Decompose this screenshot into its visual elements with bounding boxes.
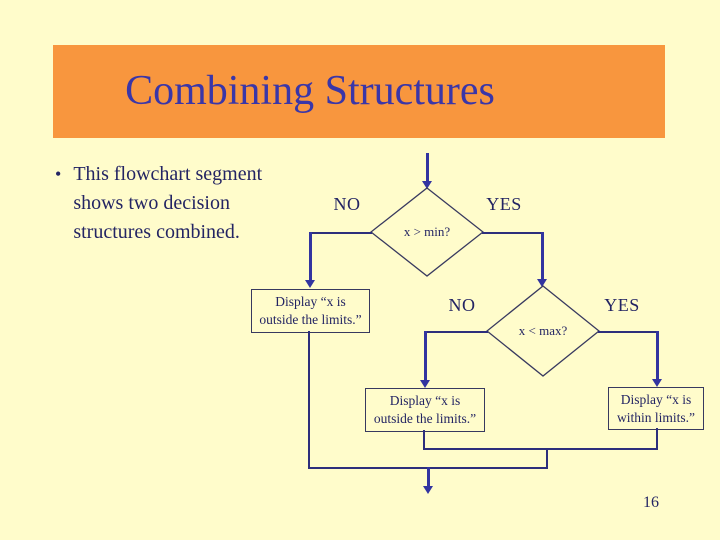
bullet-text: This flowchart segment shows two decisio… — [73, 163, 263, 243]
box1-output-line — [308, 331, 310, 469]
arrow-head-icon — [420, 380, 430, 388]
decision1-yes-arrow — [536, 232, 548, 287]
display-outside-box-2-line1: Display “x is — [389, 393, 461, 408]
arrow-head-icon — [305, 280, 315, 288]
flow-exit-arrow — [422, 467, 434, 494]
diamond-shape-icon — [486, 285, 600, 377]
display-outside-box-1-line1: Display “x is — [275, 294, 346, 309]
merge-drop-line — [546, 448, 548, 469]
decision2-no-arrow — [419, 331, 431, 388]
decision2-no-label: NO — [448, 295, 476, 315]
display-within-box-line2: within limits.” — [616, 409, 695, 425]
display-outside-box-2: Display “x is outside the limits.” — [365, 388, 485, 432]
diamond-shape-icon — [370, 187, 484, 277]
box2-output-line — [423, 430, 425, 450]
arrow-shaft — [425, 153, 429, 181]
flow-entry-arrow — [421, 153, 433, 189]
decision1-no-label: NO — [333, 194, 361, 214]
decision2-no-connector-line — [425, 331, 488, 333]
page-number: 16 — [643, 494, 659, 511]
arrow-head-icon — [422, 181, 432, 189]
display-outside-box-2-line2: outside the limits.” — [373, 411, 477, 426]
decision2-diamond — [486, 285, 600, 377]
merge-top-line — [423, 448, 658, 450]
arrow-shaft — [308, 232, 312, 280]
decision1-yes-connector-line — [482, 232, 542, 234]
title-bar: Combining Structures — [53, 45, 665, 138]
display-outside-box-1: Display “x is outside the limits.” — [251, 289, 370, 333]
bullet-item: • This flowchart segment shows two decis… — [55, 160, 315, 247]
arrow-shaft — [540, 232, 544, 279]
arrow-head-icon — [652, 379, 662, 387]
decision1-no-connector-line — [310, 232, 372, 234]
decision2-yes-arrow — [651, 331, 663, 387]
decision1-yes-label: YES — [486, 194, 522, 214]
decision2-label: x < max? — [518, 323, 568, 338]
decision1-no-arrow — [304, 232, 316, 288]
arrow-head-icon — [423, 486, 433, 494]
box3-output-line — [656, 428, 658, 450]
decision1-diamond — [370, 187, 484, 277]
arrow-head-icon — [537, 279, 547, 287]
display-outside-box-1-line2: outside the limits.” — [259, 312, 362, 327]
display-within-box: Display “x is within limits.” — [608, 387, 704, 430]
arrow-shaft — [426, 467, 430, 486]
decision2-yes-connector-line — [598, 331, 657, 333]
arrow-shaft — [655, 331, 659, 379]
decision1-label: x > min? — [403, 224, 451, 239]
slide-title: Combining Structures — [125, 68, 495, 114]
display-within-box-line1: Display “x is — [620, 391, 692, 407]
bullet-icon: • — [55, 164, 62, 184]
decision2-yes-label: YES — [604, 295, 640, 315]
arrow-shaft — [423, 331, 427, 380]
